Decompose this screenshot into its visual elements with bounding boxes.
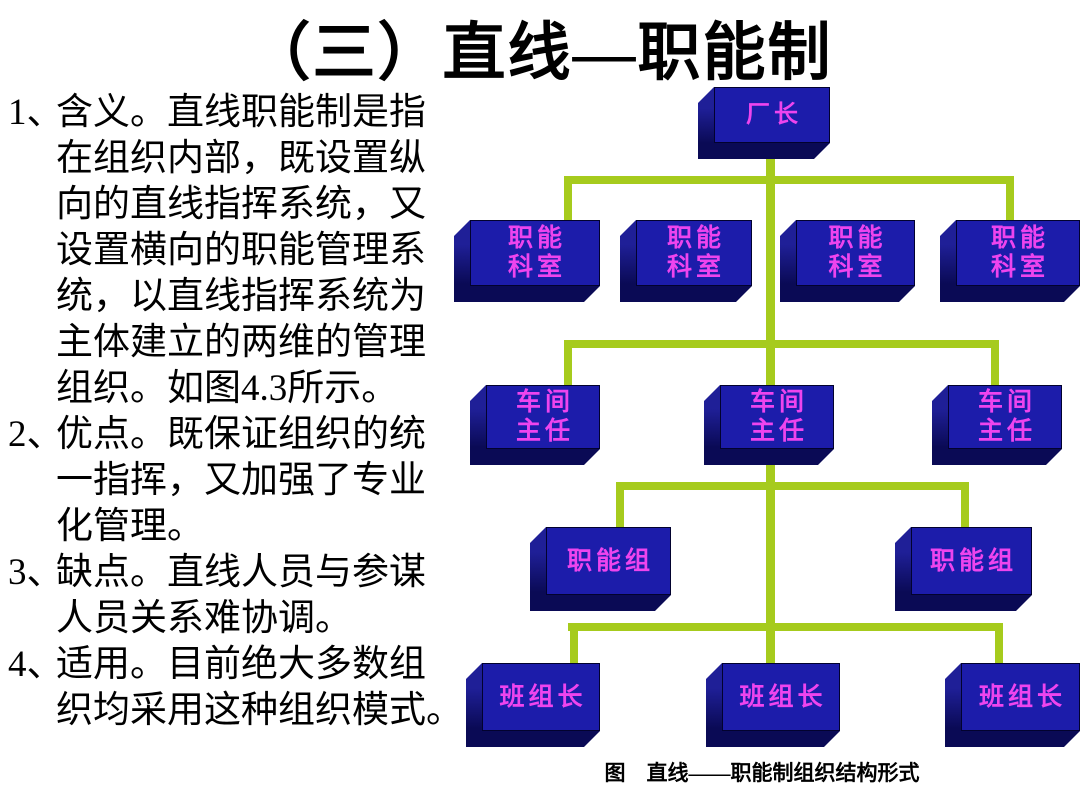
connector-level4-stub-right: [995, 623, 1003, 667]
note-item-meaning: 1、 含义。直线职能制是指 在组织内部，既设置纵 向的直线指挥系统，又 设置横向…: [6, 90, 476, 412]
org-box-face: 职能组: [546, 527, 671, 595]
org-chart: 厂长 职能 科室 职能 科室 职能 科室 职能 科室: [440, 85, 1080, 800]
box-label: 班组长: [739, 683, 827, 711]
box-label: 班组长: [978, 683, 1066, 711]
org-box-face: 车间 主任: [720, 385, 834, 449]
note-line: 设置横向的职能管理系: [56, 230, 426, 271]
note-item-disadvantages: 3、 缺点。直线人员与参谋 人员关系难协调。: [6, 550, 476, 642]
org-box-face: 车间 主任: [948, 385, 1062, 449]
org-box-team-leader: 班组长: [945, 663, 1080, 747]
note-line: 统，以直线指挥系统为: [56, 276, 426, 317]
note-number: 2、: [8, 414, 64, 455]
note-line: 优点。既保证组织的统: [56, 414, 426, 455]
org-box-face: 职能 科室: [636, 220, 752, 286]
box-label: 职能组: [566, 547, 654, 575]
connector-level3-stub-right: [961, 482, 969, 531]
org-box-workshop-director: 车间 主任: [932, 385, 1062, 465]
org-box-team-leader: 班组长: [466, 663, 600, 747]
connector-level1-stub-left: [564, 176, 572, 224]
box-label: 科室: [990, 254, 1049, 281]
note-line: 缺点。直线人员与参谋: [56, 552, 426, 593]
box-label: 主任: [515, 418, 574, 445]
note-line: 适用。目前绝大多数组: [56, 644, 426, 685]
org-box-face: 班组长: [482, 663, 600, 731]
org-box-face: 职能 科室: [956, 220, 1080, 286]
box-label: 车间: [515, 389, 574, 416]
org-box-workshop-director: 车间 主任: [470, 385, 600, 465]
note-line: 化管理。: [56, 506, 204, 547]
box-label: 科室: [666, 254, 725, 281]
connector-level2-stub-right: [991, 340, 999, 389]
org-box-functional-office: 职能 科室: [940, 220, 1080, 302]
box-label: 科室: [828, 254, 887, 281]
note-line: 含义。直线职能制是指: [56, 92, 426, 133]
box-label: 厂长: [746, 101, 802, 128]
note-line: 组织。如图4.3所示。: [56, 368, 399, 409]
note-item-application: 4、 适用。目前绝大多数组 织均采用这种组织模式。: [6, 642, 476, 734]
note-line: 一指挥，又加强了专业: [56, 460, 426, 501]
box-label: 职能组: [929, 547, 1017, 575]
org-box-face: 职能 科室: [796, 220, 915, 286]
box-label: 科室: [507, 254, 566, 281]
box-label: 主任: [977, 418, 1036, 445]
box-label: 职能: [507, 225, 566, 252]
note-number: 3、: [8, 552, 64, 593]
org-box-workshop-director: 车间 主任: [704, 385, 834, 465]
org-box-face: 车间 主任: [486, 385, 600, 449]
note-line: 织均采用这种组织模式。: [56, 690, 463, 731]
connector-trunk-upper: [766, 158, 775, 389]
org-box-team-leader: 班组长: [706, 663, 840, 747]
box-label: 班组长: [499, 683, 587, 711]
box-label: 职能: [828, 225, 887, 252]
note-item-advantages: 2、 优点。既保证组织的统 一指挥，又加强了专业 化管理。: [6, 412, 476, 550]
org-box-functional-office: 职能 科室: [454, 220, 600, 302]
org-box-face: 职能 科室: [470, 220, 600, 286]
connector-level4-bar: [568, 623, 1003, 631]
org-box-functional-office: 职能 科室: [620, 220, 752, 302]
note-line: 人员关系难协调。: [56, 598, 352, 639]
org-box-face: 班组长: [722, 663, 840, 731]
connector-level4-stub-left: [570, 623, 578, 667]
box-label: 主任: [749, 418, 808, 445]
notes-list: 1、 含义。直线职能制是指 在组织内部，既设置纵 向的直线指挥系统，又 设置横向…: [6, 90, 476, 734]
box-label: 车间: [977, 389, 1036, 416]
note-line: 向的直线指挥系统，又: [56, 184, 426, 225]
org-box-factory-director: 厂长: [698, 87, 830, 159]
org-box-face: 班组长: [961, 663, 1080, 731]
connector-level1-bar: [564, 176, 1014, 184]
org-box-functional-office: 职能 科室: [780, 220, 915, 302]
note-number: 4、: [8, 644, 64, 685]
page-title: （三）直线—职能制: [247, 18, 833, 88]
chart-caption: 图 直线——职能制组织结构形式: [604, 761, 920, 785]
note-line: 在组织内部，既设置纵: [56, 138, 426, 179]
connector-level3-bar: [616, 482, 969, 490]
connector-level2-bar: [564, 340, 999, 348]
box-label: 职能: [990, 225, 1049, 252]
org-box-face: 厂长: [714, 87, 830, 143]
org-box-functional-group: 职能组: [895, 527, 1032, 611]
note-number: 1、: [8, 92, 64, 133]
box-label: 车间: [749, 389, 808, 416]
connector-level1-stub-right: [1006, 176, 1014, 224]
connector-level2-stub-left: [564, 340, 572, 389]
note-line: 主体建立的两维的管理: [56, 322, 426, 363]
org-box-face: 职能组: [911, 527, 1032, 595]
connector-trunk-lower: [766, 461, 775, 667]
box-label: 职能: [666, 225, 725, 252]
org-box-functional-group: 职能组: [530, 527, 671, 611]
connector-level3-stub-left: [616, 482, 624, 531]
